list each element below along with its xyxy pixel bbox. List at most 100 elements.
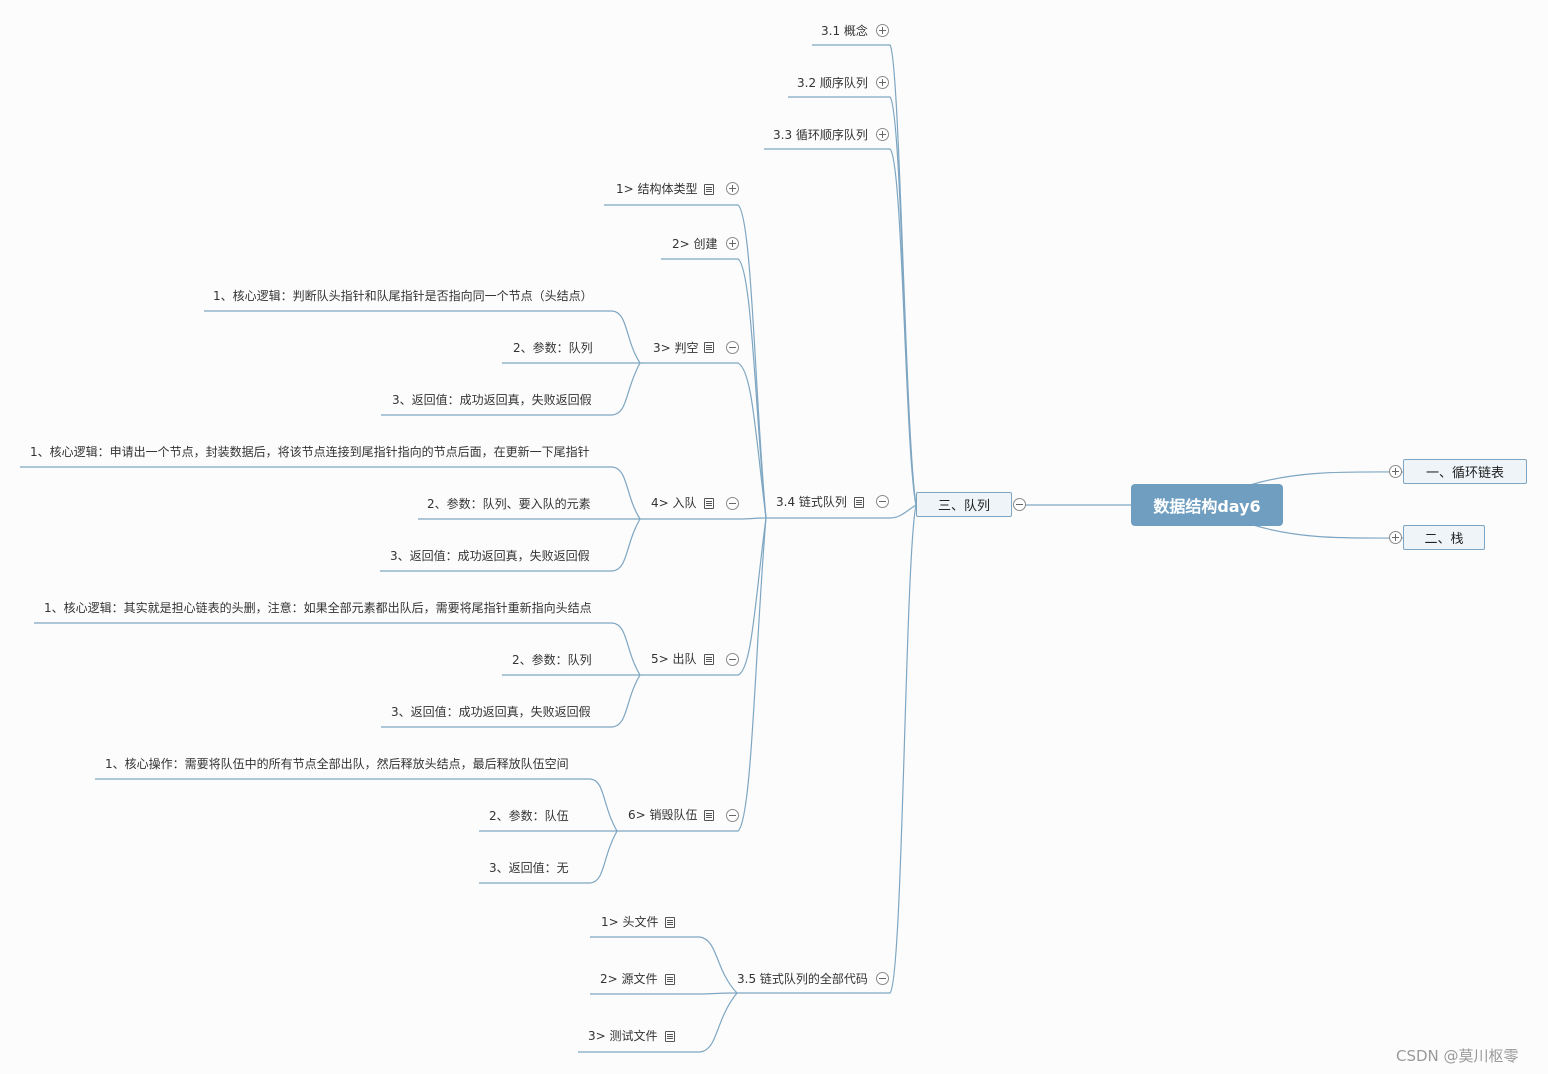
note-icon[interactable] <box>704 498 714 509</box>
link-s4-n3 <box>640 362 767 519</box>
link-s4-n5 <box>640 517 767 676</box>
leaf-label: 2、参数：队列、要入队的元素 <box>427 497 591 511</box>
topic-label: 1> 头文件 <box>601 915 659 929</box>
leaf-label: 1、核心逻辑：其实就是担心链表的头删，注意：如果全部元素都出队后，需要将尾指针重… <box>44 601 592 615</box>
topic-linked-queue-code[interactable]: 3.5 链式队列的全部代码 <box>737 971 868 987</box>
link-n5-l1 <box>34 622 641 676</box>
topic-enqueue[interactable]: 4> 入队 <box>651 495 697 511</box>
note-icon[interactable] <box>665 974 675 985</box>
note-icon[interactable] <box>665 917 675 928</box>
link-queue-s4 <box>766 504 917 519</box>
link-n3-l1 <box>204 310 641 364</box>
link-n4-l1 <box>20 466 641 520</box>
collapse-icon[interactable] <box>1013 498 1026 511</box>
leaf-label: 1、核心逻辑：申请出一个节点，封装数据后，将该节点连接到尾指针指向的节点后面，在… <box>30 445 590 459</box>
expand-icon[interactable] <box>1389 465 1402 478</box>
link-n3-l3 <box>381 362 641 416</box>
leaf-label: 1、核心逻辑：判断队头指针和队尾指针是否指向同一个节点（头结点） <box>213 289 593 303</box>
leaf-destroy-params[interactable]: 2、参数：队伍 <box>489 808 569 824</box>
leaf-dequeue-return[interactable]: 3、返回值：成功返回真，失败返回假 <box>391 704 591 720</box>
leaf-enqueue-params[interactable]: 2、参数：队列、要入队的元素 <box>427 496 591 512</box>
branch-label: 二、栈 <box>1424 532 1464 547</box>
topic-label: 2> 创建 <box>672 237 718 251</box>
leaf-label: 2、参数：队伍 <box>489 809 569 823</box>
leaf-enqueue-return[interactable]: 3、返回值：成功返回真，失败返回假 <box>390 548 590 564</box>
collapse-icon[interactable] <box>726 341 739 354</box>
expand-icon[interactable] <box>726 237 739 250</box>
link-root-b1 <box>1249 471 1404 486</box>
topic-circular-sequential-queue[interactable]: 3.3 循环顺序队列 <box>773 127 868 143</box>
topic-dequeue[interactable]: 5> 出队 <box>651 651 697 667</box>
leaf-label: 3、返回值：成功返回真，失败返回假 <box>391 705 591 719</box>
leaf-is-empty-params[interactable]: 2、参数：队列 <box>513 340 593 356</box>
expand-icon[interactable] <box>726 182 739 195</box>
branch-queue[interactable]: 三、队列 <box>916 492 1012 517</box>
note-icon[interactable] <box>704 654 714 665</box>
link-queue-s1 <box>812 44 917 506</box>
topic-concept[interactable]: 3.1 概念 <box>821 23 868 39</box>
collapse-icon[interactable] <box>876 495 889 508</box>
topic-label: 3.1 概念 <box>821 24 868 38</box>
link-s4-n6 <box>617 517 767 832</box>
link-s5-f3 <box>578 992 738 1053</box>
link-queue-s5 <box>737 504 917 994</box>
watermark: CSDN @莫川枢零 <box>1396 1047 1519 1065</box>
topic-label: 3.3 循环顺序队列 <box>773 128 868 142</box>
link-n5-l3 <box>381 674 641 728</box>
expand-icon[interactable] <box>876 76 889 89</box>
branch-label: 一、循环链表 <box>1425 466 1504 481</box>
root-topic[interactable]: 数据结构day6 <box>1131 484 1283 526</box>
topic-source-file[interactable]: 2> 源文件 <box>600 971 658 987</box>
link-s5-f2 <box>590 992 738 995</box>
leaf-enqueue-logic[interactable]: 1、核心逻辑：申请出一个节点，封装数据后，将该节点连接到尾指针指向的节点后面，在… <box>30 444 590 460</box>
leaf-label: 2、参数：队列 <box>512 653 592 667</box>
leaf-label: 3、返回值：成功返回真，失败返回假 <box>392 393 592 407</box>
leaf-dequeue-logic[interactable]: 1、核心逻辑：其实就是担心链表的头删，注意：如果全部元素都出队后，需要将尾指针重… <box>44 600 592 616</box>
topic-create[interactable]: 2> 创建 <box>672 236 718 252</box>
link-root-b2 <box>1249 523 1404 539</box>
topic-label: 6> 销毁队伍 <box>628 808 698 822</box>
note-icon[interactable] <box>665 1031 675 1042</box>
topic-is-empty[interactable]: 3> 判空 <box>653 340 699 356</box>
collapse-icon[interactable] <box>726 809 739 822</box>
collapse-icon[interactable] <box>726 653 739 666</box>
leaf-is-empty-logic[interactable]: 1、核心逻辑：判断队头指针和队尾指针是否指向同一个节点（头结点） <box>213 288 593 304</box>
link-s4-n2 <box>661 258 767 519</box>
topic-label: 3> 测试文件 <box>588 1029 658 1043</box>
expand-icon[interactable] <box>1389 531 1402 544</box>
note-icon[interactable] <box>704 342 714 353</box>
topic-linked-queue[interactable]: 3.4 链式队列 <box>776 494 847 510</box>
leaf-destroy-logic[interactable]: 1、核心操作：需要将队伍中的所有节点全部出队，然后释放头结点，最后释放队伍空间 <box>105 756 569 772</box>
note-icon[interactable] <box>704 810 714 821</box>
link-queue-s2 <box>788 96 917 506</box>
topic-test-file[interactable]: 3> 测试文件 <box>588 1028 658 1044</box>
leaf-destroy-return[interactable]: 3、返回值：无 <box>489 860 569 876</box>
note-icon[interactable] <box>854 497 864 508</box>
topic-label: 3.4 链式队列 <box>776 495 847 509</box>
link-s5-f1 <box>590 936 738 994</box>
collapse-icon[interactable] <box>876 972 889 985</box>
topic-label: 4> 入队 <box>651 496 697 510</box>
topic-header-file[interactable]: 1> 头文件 <box>601 914 659 930</box>
collapse-icon[interactable] <box>726 497 739 510</box>
topic-label: 3.5 链式队列的全部代码 <box>737 972 868 986</box>
leaf-dequeue-params[interactable]: 2、参数：队列 <box>512 652 592 668</box>
topic-label: 3> 判空 <box>653 341 699 355</box>
topic-destroy-queue[interactable]: 6> 销毁队伍 <box>628 807 698 823</box>
topic-label: 2> 源文件 <box>600 972 658 986</box>
note-icon[interactable] <box>704 184 714 195</box>
expand-icon[interactable] <box>876 128 889 141</box>
link-s4-n4 <box>640 517 767 520</box>
branch-circular-linked-list[interactable]: 一、循环链表 <box>1403 459 1527 484</box>
leaf-label: 3、返回值：成功返回真，失败返回假 <box>390 549 590 563</box>
leaf-label: 2、参数：队列 <box>513 341 593 355</box>
link-queue-s3 <box>764 148 917 506</box>
branch-stack[interactable]: 二、栈 <box>1403 525 1485 550</box>
topic-struct-type[interactable]: 1> 结构体类型 <box>616 181 698 197</box>
expand-icon[interactable] <box>876 24 889 37</box>
leaf-is-empty-return[interactable]: 3、返回值：成功返回真，失败返回假 <box>392 392 592 408</box>
link-n4-l3 <box>380 518 641 572</box>
branch-label: 三、队列 <box>937 499 990 514</box>
topic-sequential-queue[interactable]: 3.2 顺序队列 <box>797 75 868 91</box>
